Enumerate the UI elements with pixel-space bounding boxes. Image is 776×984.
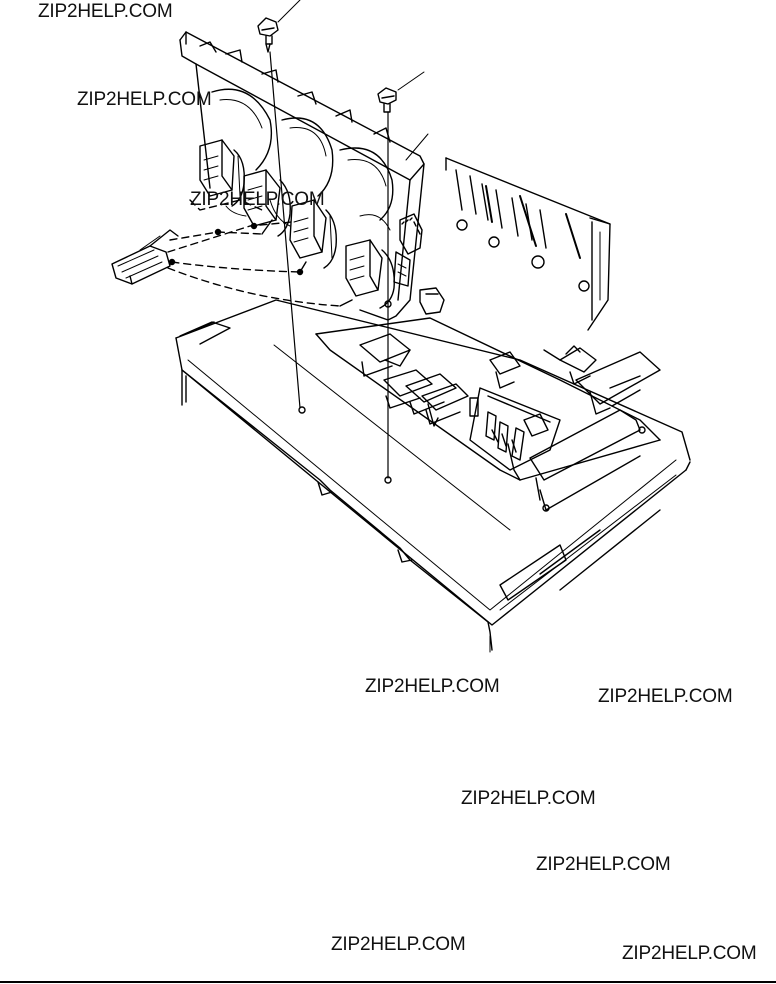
watermark-text: ZIP2HELP.COM	[622, 943, 757, 964]
circuit-board	[315, 287, 661, 512]
leader-line-bracket	[405, 133, 429, 161]
stepper-motor-4	[345, 239, 395, 309]
watermark-text: ZIP2HELP.COM	[365, 676, 500, 697]
watermark-text: ZIP2HELP.COM	[38, 1, 173, 22]
gear-train	[393, 213, 423, 287]
mounting-screw-right	[377, 87, 397, 113]
stepper-motor-2	[243, 169, 291, 237]
watermark-text: ZIP2HELP.COM	[461, 788, 596, 809]
leader-line-connector	[139, 235, 161, 251]
watermark-text: ZIP2HELP.COM	[190, 189, 325, 210]
screw-line-left	[269, 51, 301, 409]
watermark-text: ZIP2HELP.COM	[536, 854, 671, 875]
wire-harness	[111, 199, 353, 307]
leader-line-screw-left	[277, 0, 301, 23]
screw-hole-right	[384, 476, 392, 484]
mounting-screw-left	[257, 17, 279, 53]
stepper-motor-3	[289, 199, 337, 269]
leader-line-screw-right	[397, 71, 425, 91]
bracket-hole-right	[384, 300, 392, 308]
watermark-text: ZIP2HELP.COM	[77, 89, 212, 110]
screw-hole-left	[298, 406, 306, 414]
chassis-base-plate	[175, 299, 691, 651]
watermark-text: ZIP2HELP.COM	[598, 686, 733, 707]
page-bottom-rule	[0, 981, 776, 983]
watermark-text: ZIP2HELP.COM	[331, 934, 466, 955]
rear-panel	[445, 157, 611, 331]
